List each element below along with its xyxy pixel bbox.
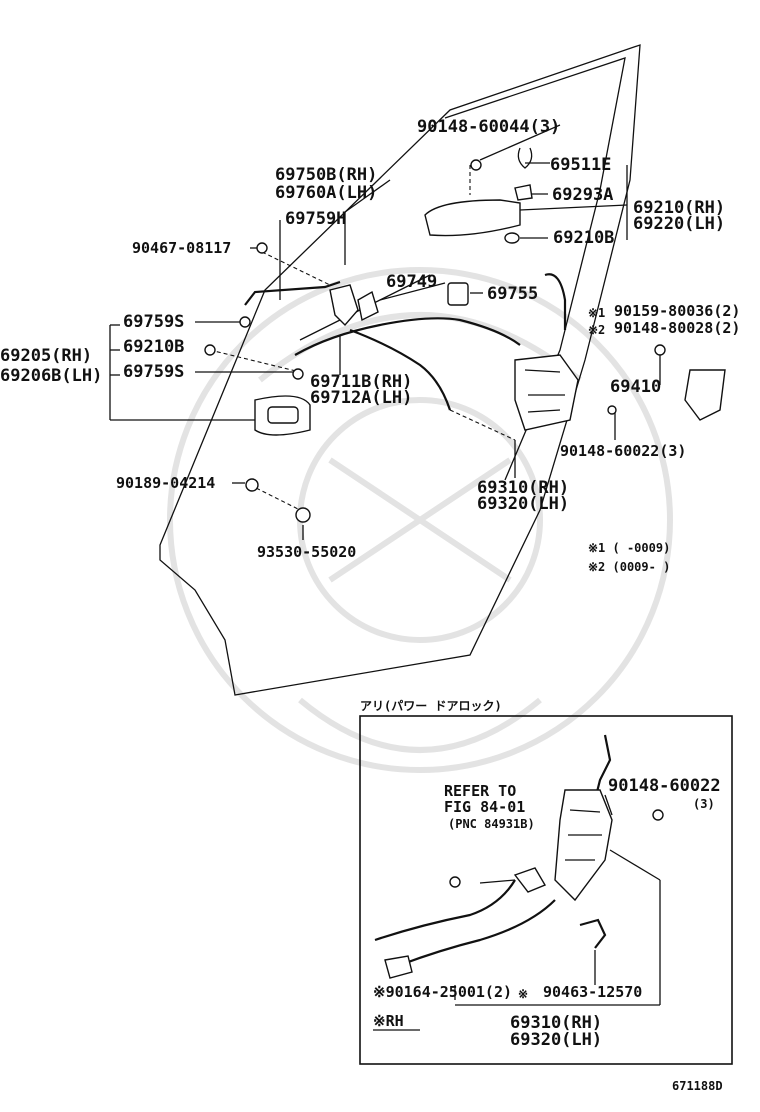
inset-label-69310: 69310(RH) [510, 1013, 602, 1033]
label-69759s-a: 69759S [123, 312, 184, 332]
refer-line-2: FIG 84-01 [444, 798, 525, 816]
label-69210: 69210(RH) [633, 198, 725, 218]
leader-lines [109, 124, 661, 540]
label-69750b: 69750B(RH) [275, 165, 377, 185]
label-69755: 69755 [487, 284, 538, 304]
label-93530-55020: 93530-55020 [257, 543, 356, 561]
label-69220: 69220(LH) [633, 214, 725, 234]
inset-label-69320: 69320(LH) [510, 1030, 602, 1050]
mark-1: ※1 [588, 306, 605, 320]
inset-label-90164-25001: ※90164-25001(2) [373, 983, 512, 1001]
label-69712a: 69712A(LH) [310, 388, 412, 408]
label-90159-80036: 90159-80036(2) [614, 302, 740, 320]
label-69210b-top: 69210B [553, 228, 614, 248]
label-69749: 69749 [386, 272, 437, 292]
refer-line-3: (PNC 84931B) [448, 817, 535, 831]
label-69711b: 69711B(RH) [310, 372, 412, 392]
label-69310: 69310(RH) [477, 478, 569, 498]
inset-title: アリ(パワー ドアロック) [360, 699, 502, 713]
mark-2: ※2 [588, 323, 605, 337]
label-90148-80028: 90148-80028(2) [614, 319, 740, 337]
watermark-emblem [167, 267, 673, 773]
label-90189-04214: 90189-04214 [116, 474, 215, 492]
inset-label-qty3: (3) [693, 797, 715, 811]
label-69205: 69205(RH) [0, 346, 92, 366]
figure-id: 671188D [672, 1079, 723, 1093]
parts [204, 147, 726, 523]
label-69293a: 69293A [552, 185, 613, 205]
note-1: ※1 ( -0009) [588, 541, 670, 555]
label-90467-08117: 90467-08117 [132, 239, 231, 257]
power-door-lock-inset: アリ(パワー ドアロック) REFER TO FIG 84-01 (PNC 84… [359, 699, 733, 1065]
label-90148-60022-3: 90148-60022(3) [560, 442, 686, 460]
inset-frame [359, 715, 733, 1065]
label-69410: 69410 [610, 377, 661, 397]
label-69210b-left: 69210B [123, 337, 184, 357]
inset-label-90148-60022: 90148-60022 [608, 776, 721, 796]
inset-label-90463-12570: 90463-12570 [543, 983, 642, 1001]
label-69759s-b: 69759S [123, 362, 184, 382]
label-69759h: 69759H [285, 209, 346, 229]
refer-line-1: REFER TO [444, 782, 516, 800]
label-69206b: 69206B(LH) [0, 366, 102, 386]
label-90148-60044: 90148-60044(3) [417, 117, 560, 137]
label-69760a: 69760A(LH) [275, 183, 377, 203]
label-69511e: 69511E [550, 155, 611, 175]
note-2: ※2 (0009- ) [588, 560, 670, 574]
inset-mark-x: ※ [518, 987, 528, 1001]
inset-rh-note: ※RH [373, 1012, 404, 1030]
part-labels: 90148-60044(3) 69750B(RH) 69760A(LH) 695… [0, 117, 740, 574]
label-69320: 69320(LH) [477, 494, 569, 514]
